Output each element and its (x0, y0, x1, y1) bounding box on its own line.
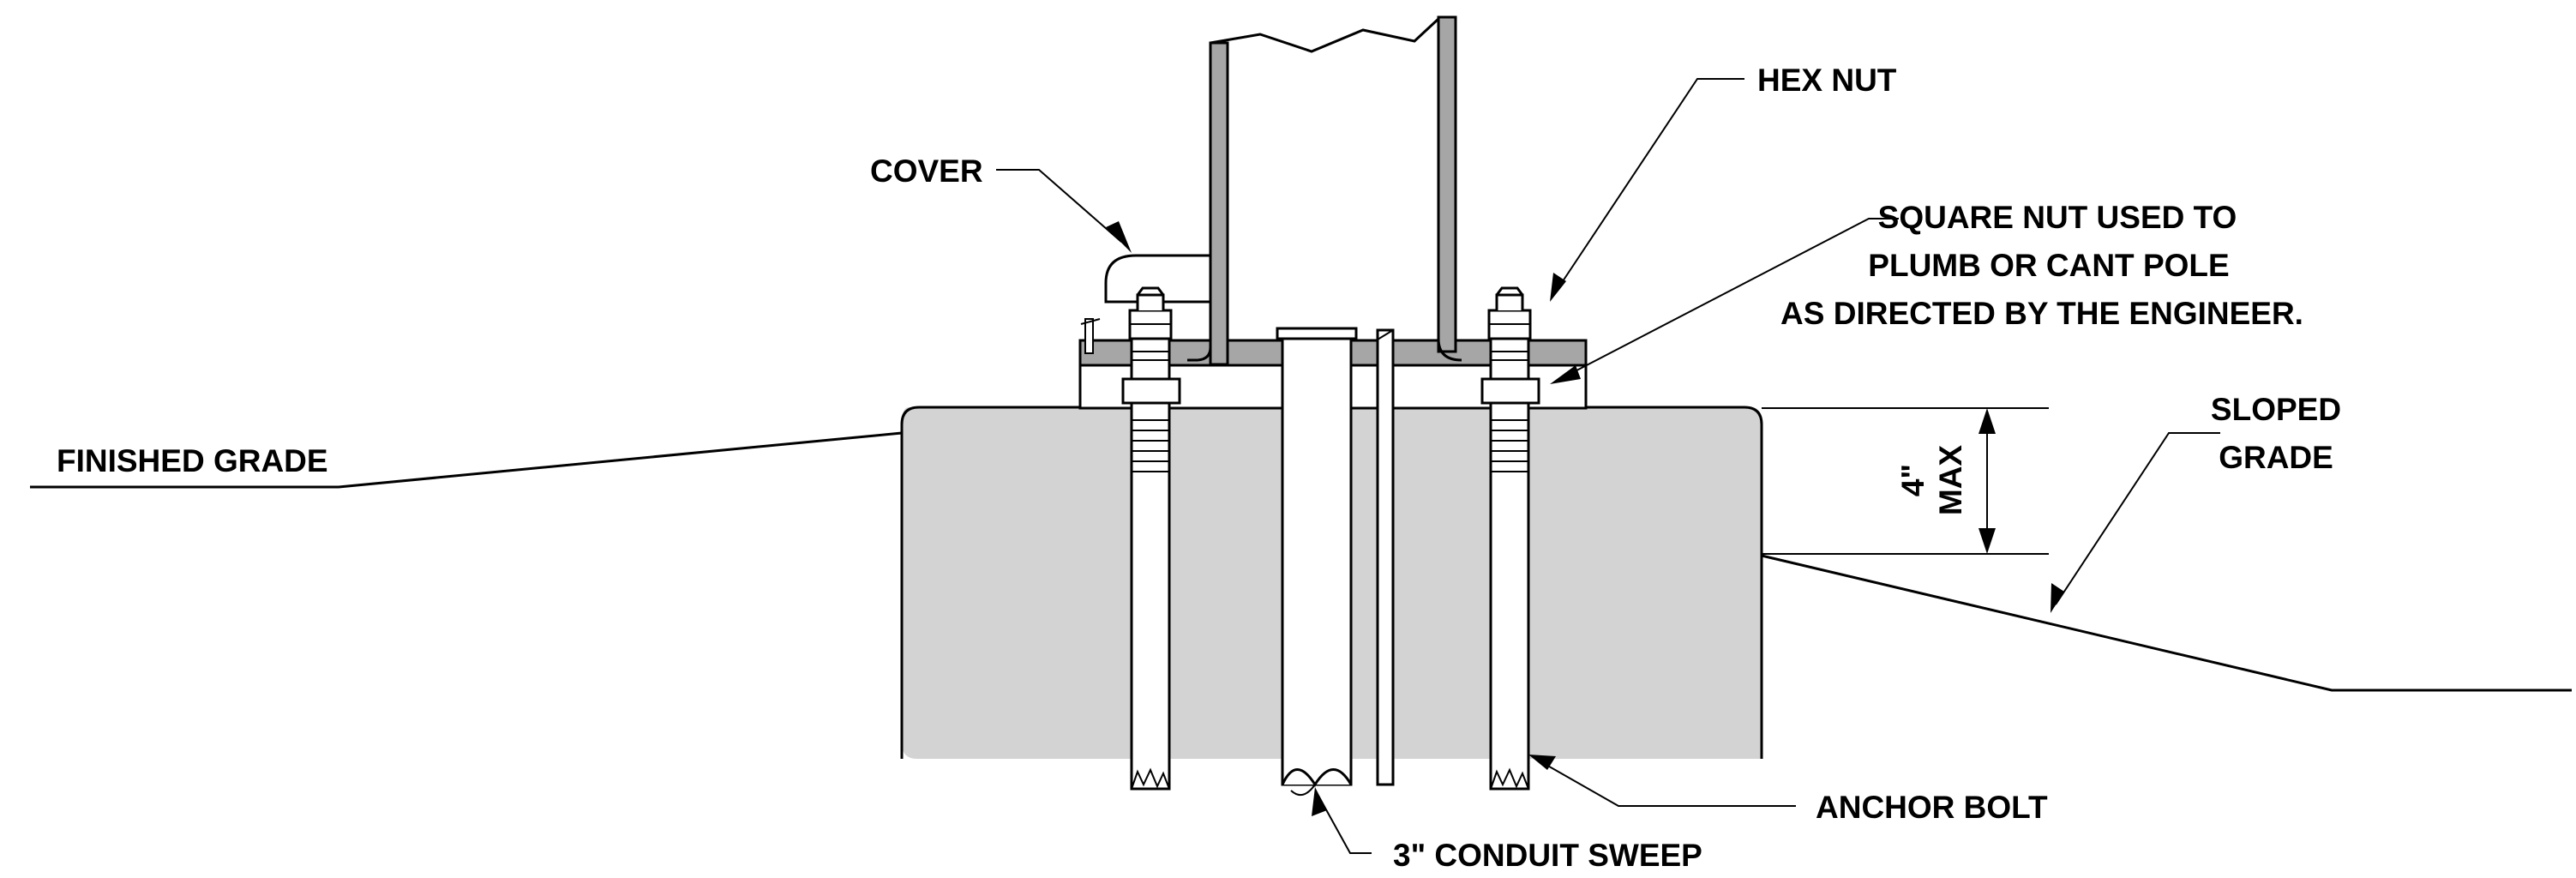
square-nut-label-line-1: SQUARE NUT USED TO (1878, 200, 2237, 235)
cover-pin (1084, 318, 1094, 354)
conduit-sweep-label: 3" CONDUIT SWEEP (1393, 838, 1702, 873)
leader-lines (996, 78, 2220, 854)
leader-arrowheads (1106, 221, 2064, 816)
conduit-sweep (1276, 327, 1358, 797)
pole-wall-right (1437, 15, 1457, 353)
ground-rod (1376, 328, 1395, 786)
sloped-grade-line (1761, 554, 2572, 692)
square-nut-left (1121, 377, 1181, 405)
square-nut-label-line-2: PLUMB OR CANT POLE (1868, 248, 2229, 283)
pole-break-line (1210, 17, 1440, 53)
cover (1104, 254, 1210, 304)
pole-wall-left (1209, 41, 1229, 366)
pole-fillet-right (1437, 338, 1462, 362)
pole-fillet-left (1187, 339, 1212, 362)
square-nut-label-line-3: AS DIRECTED BY THE ENGINEER. (1780, 296, 2303, 331)
finished-grade-label: FINISHED GRADE (57, 443, 328, 478)
anchor-bolt-label: ANCHOR BOLT (1816, 790, 2048, 825)
anchor-bolt-right (1480, 286, 1540, 791)
cover-pin-head (1080, 318, 1101, 325)
cover-label: COVER (870, 153, 983, 189)
dimension-qualifier-label: MAX (1933, 445, 1968, 516)
square-nut-right (1480, 377, 1540, 405)
dimension-value-label: 4" (1895, 464, 1930, 496)
finished-grade-line (30, 431, 903, 489)
hex-nut-label: HEX NUT (1757, 63, 1897, 98)
dimension-4in-max (1762, 407, 2049, 555)
anchor-bolt-left (1121, 286, 1181, 791)
sloped-grade-label-line-2: GRADE (2219, 440, 2333, 475)
sloped-grade-label-line-1: SLOPED (2211, 392, 2341, 427)
ground-rod-cut (1377, 329, 1394, 340)
